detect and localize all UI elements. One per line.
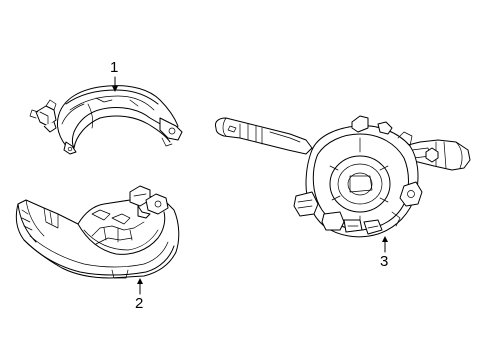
leader-arrow-3 <box>382 236 388 242</box>
callout-label-2: 2 <box>135 295 143 312</box>
upper-shroud <box>29 85 183 155</box>
switch-module <box>215 115 471 238</box>
leader-arrow-1 <box>112 86 118 92</box>
lower-shroud <box>15 185 180 279</box>
callout-label-3: 3 <box>380 253 388 270</box>
callout-1: 1 <box>110 59 118 92</box>
leader-arrow-2 <box>137 278 143 284</box>
callout-3: 3 <box>380 236 388 270</box>
callout-label-1: 1 <box>110 59 118 76</box>
callout-2: 2 <box>135 278 143 312</box>
